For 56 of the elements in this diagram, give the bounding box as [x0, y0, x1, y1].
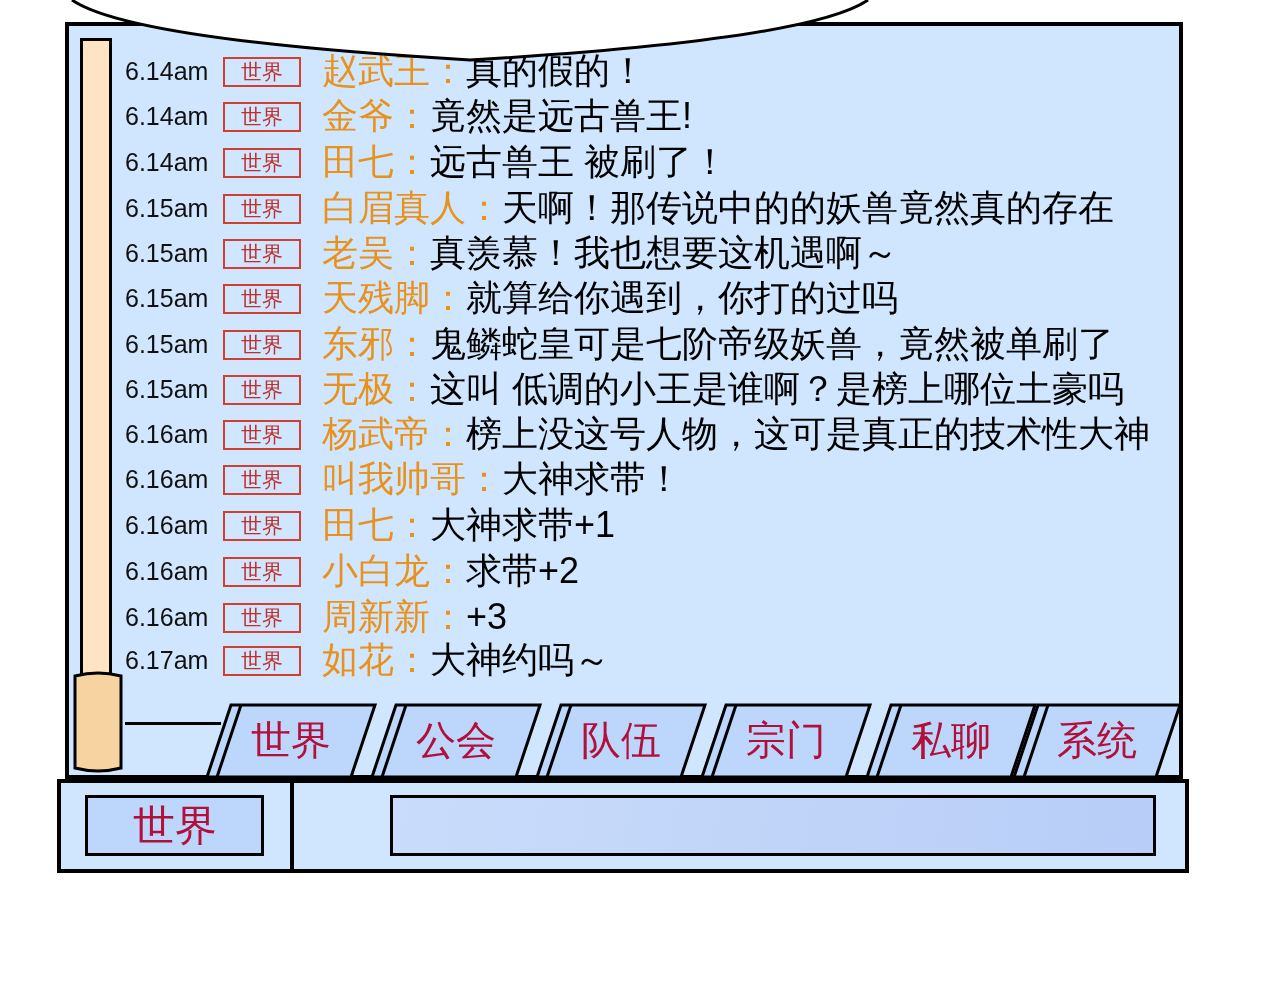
chat-message: 竟然是远古兽王! [430, 98, 692, 134]
chat-message: 大神约吗～ [430, 642, 610, 678]
channel-tag: 世界 [223, 102, 301, 132]
input-field [390, 795, 1156, 856]
chat-message: 求带+2 [466, 553, 580, 589]
user-name: 田七： [322, 144, 430, 180]
channel-tag: 世界 [223, 330, 301, 360]
chat-message: 大神求带！ [502, 461, 682, 497]
channel-tag: 世界 [223, 420, 301, 450]
chat-message: 这叫 低调的小王是谁啊？是榜上哪位土豪吗 [430, 371, 1124, 407]
timestamp: 6.16am [125, 559, 209, 584]
timestamp: 6.15am [125, 286, 209, 311]
timestamp: 6.16am [125, 513, 209, 538]
channel-tag: 世界 [223, 603, 301, 633]
channel-tag: 世界 [223, 375, 301, 405]
channel-tag: 世界 [223, 194, 301, 224]
user-name: 田七： [322, 507, 430, 543]
chat-message: 就算给你遇到，你打的过吗 [466, 280, 898, 316]
timestamp: 6.16am [125, 605, 209, 630]
channel-tag: 世界 [223, 646, 301, 676]
timestamp: 6.15am [125, 241, 209, 266]
timestamp: 6.17am [125, 648, 209, 673]
channel-tag: 世界 [223, 239, 301, 269]
user-name: 如花： [322, 642, 430, 678]
chat-message: 榜上没这号人物，这可是真正的技术性大神 [466, 416, 1150, 452]
timestamp: 6.15am [125, 196, 209, 221]
chat-message: 鬼鳞蛇皇可是七阶帝级妖兽，竟然被单刷了 [430, 326, 1114, 362]
user-name: 周新新： [322, 599, 466, 635]
user-name: 白眉真人： [322, 190, 502, 226]
channel-tag: 世界 [223, 465, 301, 495]
chat-message: +3 [466, 599, 508, 635]
user-name: 小白龙： [322, 553, 466, 589]
chat-message: 远古兽王 被刷了！ [430, 144, 728, 180]
user-name: 金爷： [322, 98, 430, 134]
channel-tag: 世界 [223, 148, 301, 178]
timestamp: 6.14am [125, 150, 209, 175]
channel-tag: 世界 [223, 557, 301, 587]
timestamp: 6.15am [125, 377, 209, 402]
timestamp: 6.16am [125, 422, 209, 447]
user-name: 天残脚： [322, 280, 466, 316]
timestamp: 6.16am [125, 467, 209, 492]
timestamp: 6.14am [125, 59, 209, 84]
user-name: 老吴： [322, 235, 430, 271]
timestamp: 6.14am [125, 104, 209, 129]
user-name: 叫我帅哥： [322, 461, 502, 497]
channel-tag: 世界 [223, 511, 301, 541]
user-name: 杨武帝： [322, 416, 466, 452]
user-name: 东邪： [322, 326, 430, 362]
chat-message: 真羡慕！我也想要这机遇啊～ [430, 235, 898, 271]
chat-message: 大神求带+1 [430, 507, 616, 543]
user-name: 无极： [322, 371, 430, 407]
chat-message: 天啊！那传说中的的妖兽竟然真的存在 [502, 190, 1114, 226]
channel-tag: 世界 [223, 284, 301, 314]
timestamp: 6.15am [125, 332, 209, 357]
channel-button: 世界 [85, 795, 264, 856]
channel-tag: 世界 [223, 57, 301, 87]
